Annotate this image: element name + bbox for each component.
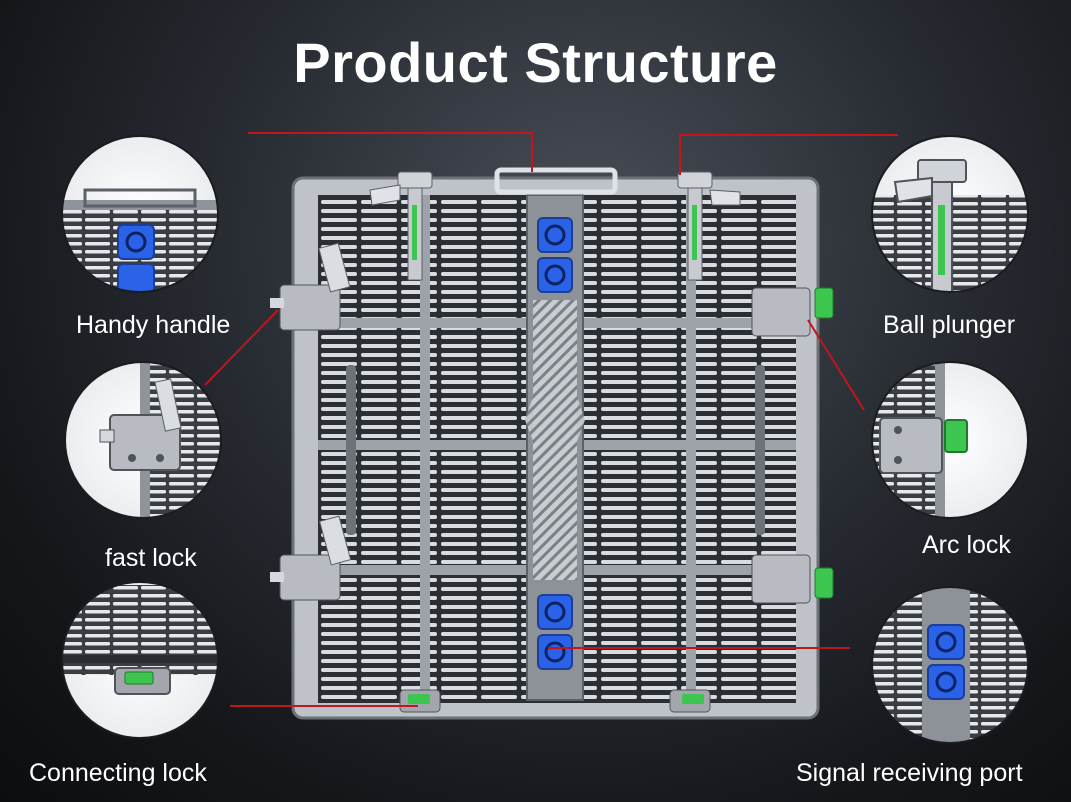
ball-plunger-right xyxy=(677,171,741,281)
cabinet-rail xyxy=(346,365,356,535)
zoom-circle-handy-handle xyxy=(61,135,219,293)
cabinet-rail xyxy=(755,365,765,535)
connecting-lock-right xyxy=(669,689,711,713)
led-cabinet xyxy=(270,167,834,720)
callout-label-connecting-lock: Connecting lock xyxy=(29,759,207,787)
cabinet-beam xyxy=(420,195,430,703)
callout-line-fast-lock xyxy=(204,309,279,386)
fast-lock-left-bottom xyxy=(270,515,352,601)
callout-label-fast-lock: fast lock xyxy=(105,544,197,572)
zoom-circle-fast-lock xyxy=(64,361,222,519)
fast-lock-left-top xyxy=(270,242,351,331)
callout-line-ball-plunger xyxy=(679,134,898,175)
callout-label-ball-plunger: Ball plunger xyxy=(883,311,1016,339)
cabinet-beam xyxy=(686,195,696,703)
signal-port-bottom xyxy=(537,594,573,670)
spine-diamond xyxy=(525,330,585,500)
callout-line-handy-handle xyxy=(248,132,533,172)
arc-lock-right-top xyxy=(751,287,834,337)
top-handle xyxy=(494,167,618,195)
zoom-circle-arc-lock xyxy=(871,361,1029,519)
page-title: Product Structure xyxy=(293,31,778,94)
arc-lock-right-bottom xyxy=(751,554,834,604)
zoom-circle-signal-port xyxy=(871,586,1029,744)
callout-label-arc-lock: Arc lock xyxy=(922,531,1011,559)
zoom-circle-connecting-lock xyxy=(61,581,219,739)
ball-plunger-left xyxy=(369,171,433,281)
callout-line-arc-lock xyxy=(807,319,865,411)
connecting-lock-left xyxy=(399,689,441,713)
callout-lines xyxy=(204,132,898,707)
callout-label-handy-handle: Handy handle xyxy=(76,311,231,339)
zoom-circle-ball-plunger xyxy=(871,135,1029,293)
callout-label-signal-receiving-port: Signal receiving port xyxy=(796,759,1023,787)
signal-port-top xyxy=(537,217,573,293)
